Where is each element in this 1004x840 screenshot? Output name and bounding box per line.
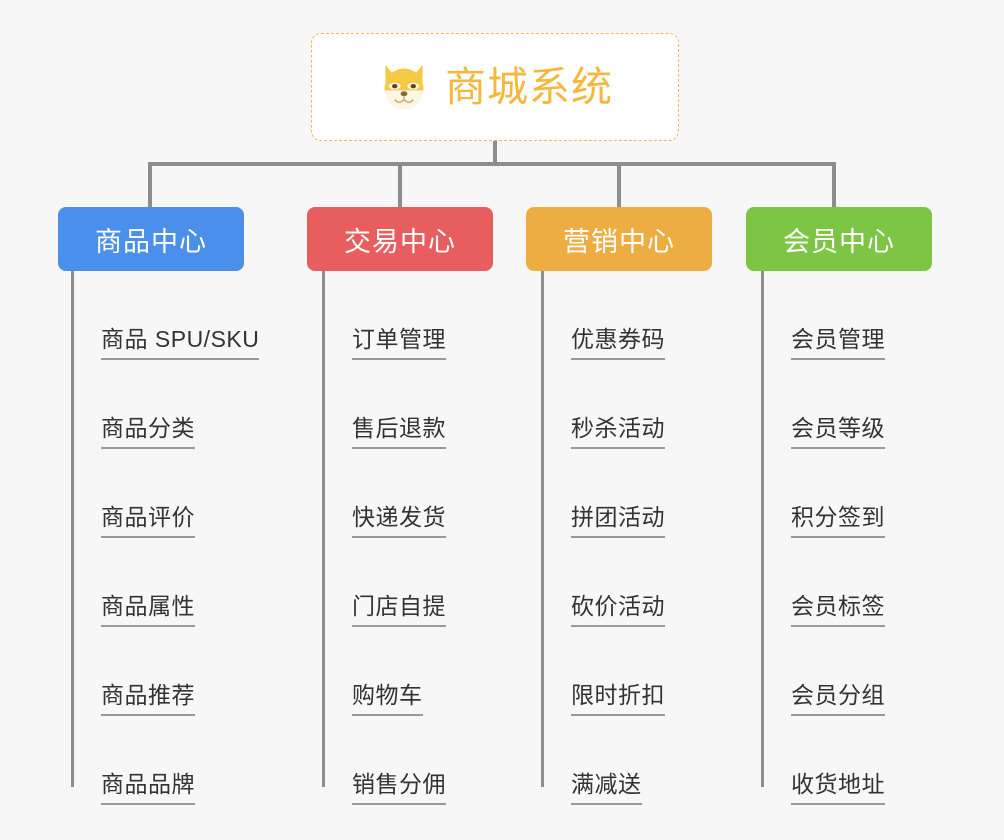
main-horizontal-connector: [148, 162, 834, 166]
leaf-item-label: 收货地址: [791, 771, 885, 805]
leaf-list-product-center: 商品 SPU/SKU 商品分类商品评价商品属性商品推荐商品品牌: [101, 271, 260, 805]
leaf-item-label: 销售分佣: [352, 771, 446, 805]
leaf-item-label: 会员分组: [791, 682, 885, 716]
category-box-product-center[interactable]: 商品中心: [58, 207, 244, 271]
leaf-item-label: 会员管理: [791, 326, 885, 360]
leaf-item[interactable]: 门店自提: [352, 538, 446, 627]
leaf-item-label: 会员等级: [791, 415, 885, 449]
leaf-item[interactable]: 收货地址: [791, 716, 885, 805]
drop-connector-2: [398, 162, 402, 208]
root-title: 商城系统: [445, 63, 613, 110]
leaf-item[interactable]: 商品属性: [101, 538, 259, 627]
leaf-item[interactable]: 会员标签: [791, 538, 885, 627]
leaf-item[interactable]: 砍价活动: [571, 538, 665, 627]
leaf-item-label: 满减送: [571, 771, 642, 805]
drop-connector-1: [148, 162, 152, 208]
leaf-item[interactable]: 订单管理: [352, 271, 446, 360]
leaf-item-label: 限时折扣: [571, 682, 665, 716]
leaf-list-trade-center: 订单管理售后退款快递发货门店自提购物车销售分佣: [352, 271, 446, 805]
leaf-item[interactable]: 拼团活动: [571, 449, 665, 538]
leaf-item-label: 商品 SPU/SKU: [101, 326, 260, 360]
leaf-item[interactable]: 销售分佣: [352, 716, 446, 805]
leaf-item-label: 商品品牌: [101, 771, 195, 805]
leaf-item-label: 售后退款: [352, 415, 446, 449]
category-box-trade-center[interactable]: 交易中心: [307, 207, 493, 271]
leaf-item[interactable]: 商品评价: [101, 449, 259, 538]
category-box-member-center[interactable]: 会员中心: [746, 207, 932, 271]
leaf-item-label: 订单管理: [352, 326, 446, 360]
category-box-marketing-center[interactable]: 营销中心: [526, 207, 712, 271]
leaf-item[interactable]: 快递发货: [352, 449, 446, 538]
leaf-item-label: 秒杀活动: [571, 415, 665, 449]
leaf-item[interactable]: 商品品牌: [101, 716, 259, 805]
leaf-item-label: 购物车: [352, 682, 423, 716]
leaf-item-label: 商品评价: [101, 504, 195, 538]
leaf-list-member-center: 会员管理会员等级积分签到会员标签会员分组收货地址: [791, 271, 885, 805]
leaf-item-label: 优惠券码: [571, 326, 665, 360]
leaf-item-label: 门店自提: [352, 593, 446, 627]
leaf-item[interactable]: 会员管理: [791, 271, 885, 360]
leaf-item[interactable]: 秒杀活动: [571, 360, 665, 449]
root-stem-connector: [493, 141, 497, 165]
leaf-item[interactable]: 购物车: [352, 627, 446, 716]
leaf-item[interactable]: 商品 SPU/SKU: [101, 271, 260, 360]
leaf-item-label: 商品分类: [101, 415, 195, 449]
drop-connector-3: [617, 162, 621, 208]
leaf-item[interactable]: 满减送: [571, 716, 665, 805]
branch-spine-marketing-center: [541, 271, 544, 787]
leaf-list-marketing-center: 优惠券码秒杀活动拼团活动砍价活动限时折扣满减送: [571, 271, 665, 805]
leaf-item[interactable]: 会员分组: [791, 627, 885, 716]
drop-connector-4: [832, 162, 836, 208]
leaf-item[interactable]: 商品推荐: [101, 627, 259, 716]
leaf-item[interactable]: 优惠券码: [571, 271, 665, 360]
leaf-item-label: 拼团活动: [571, 504, 665, 538]
leaf-item-label: 会员标签: [791, 593, 885, 627]
branch-spine-member-center: [761, 271, 764, 787]
root-node[interactable]: 商城系统: [311, 33, 679, 141]
branch-spine-trade-center: [322, 271, 325, 787]
leaf-item-label: 商品属性: [101, 593, 195, 627]
leaf-item-label: 积分签到: [791, 504, 885, 538]
leaf-item[interactable]: 商品分类: [101, 360, 259, 449]
branch-spine-product-center: [71, 271, 74, 787]
shiba-dog-icon: [384, 65, 424, 109]
leaf-item[interactable]: 售后退款: [352, 360, 446, 449]
leaf-item[interactable]: 限时折扣: [571, 627, 665, 716]
leaf-item-label: 砍价活动: [571, 593, 665, 627]
leaf-item-label: 商品推荐: [101, 682, 195, 716]
leaf-item-label: 快递发货: [352, 504, 446, 538]
leaf-item[interactable]: 会员等级: [791, 360, 885, 449]
leaf-item[interactable]: 积分签到: [791, 449, 885, 538]
